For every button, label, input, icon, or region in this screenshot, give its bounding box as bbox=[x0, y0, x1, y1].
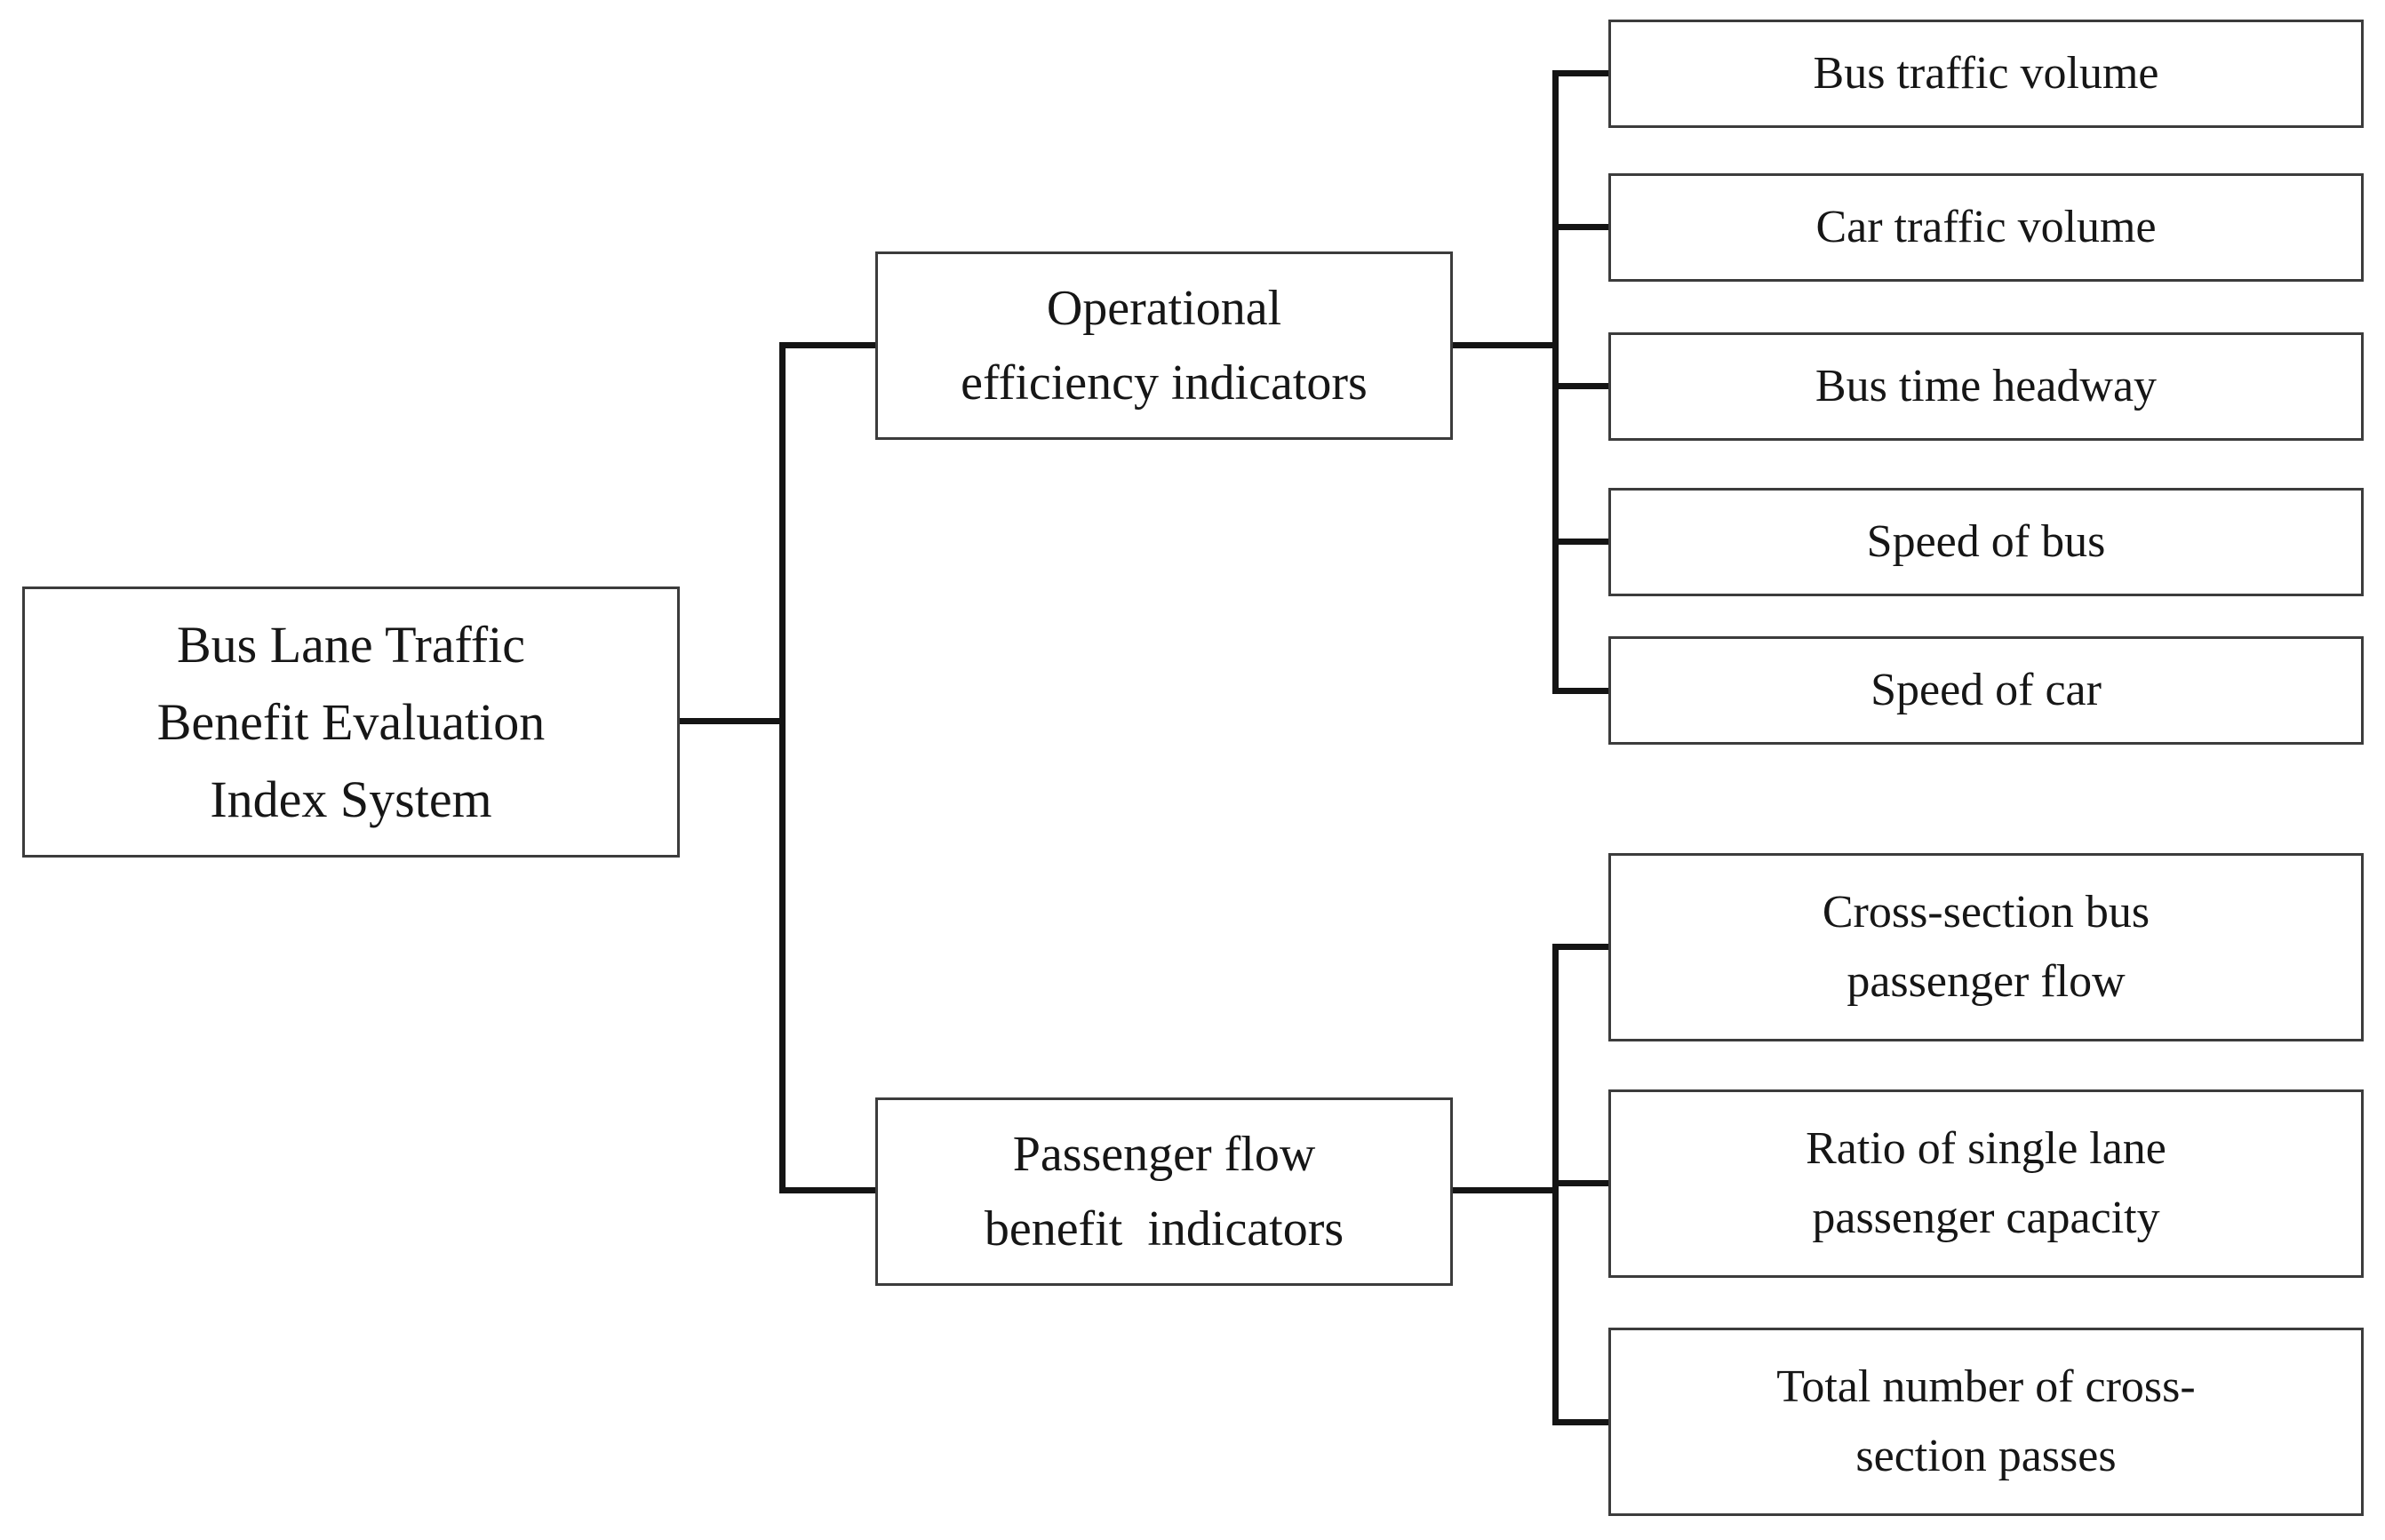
branch-node-operational-efficiency: Operational efficiency indicators bbox=[875, 251, 1453, 440]
leaf-node-ratio-single-lane-passenger-capacity: Ratio of single lane passenger capacity bbox=[1608, 1089, 2364, 1278]
connector-root-to-trunk bbox=[680, 718, 782, 724]
leaf-ratio-single-lane-label: Ratio of single lane passenger capacity bbox=[1806, 1123, 2166, 1243]
connector-stub-bus-traffic-volume bbox=[1552, 70, 1610, 76]
leaf-bus-traffic-volume-label: Bus traffic volume bbox=[1813, 48, 2159, 99]
root-node-bus-lane-index-system: Bus Lane Traffic Benefit Evaluation Inde… bbox=[22, 586, 680, 858]
branch-node-passenger-flow-benefit: Passenger flow benefit indicators bbox=[875, 1097, 1453, 1286]
leaf-node-bus-traffic-volume: Bus traffic volume bbox=[1608, 20, 2364, 128]
connector-trunk-to-branch-operational bbox=[779, 342, 877, 348]
connector-stub-total-cross-section-passes bbox=[1552, 1419, 1610, 1425]
connector-main-trunk bbox=[779, 342, 786, 1193]
leaf-node-total-cross-section-passes: Total number of cross- section passes bbox=[1608, 1328, 2364, 1516]
leaf-node-cross-section-bus-passenger-flow: Cross-section bus passenger flow bbox=[1608, 853, 2364, 1041]
connector-trunk-to-branch-passenger bbox=[779, 1187, 877, 1193]
branch-passenger-label: Passenger flow benefit indicators bbox=[984, 1127, 1344, 1257]
connector-branch1-to-leaftrunk bbox=[1451, 342, 1555, 348]
connector-branch2-to-leaftrunk bbox=[1451, 1187, 1555, 1193]
leaf-speed-of-car-label: Speed of car bbox=[1871, 665, 2102, 715]
connector-stub-bus-time-headway bbox=[1552, 383, 1610, 389]
root-node-label: Bus Lane Traffic Benefit Evaluation Inde… bbox=[156, 616, 546, 828]
leaf-cross-section-passenger-flow-label: Cross-section bus passenger flow bbox=[1822, 887, 2150, 1007]
connector-leaf-trunk-1 bbox=[1552, 70, 1559, 694]
connector-stub-speed-of-car bbox=[1552, 688, 1610, 694]
leaf-total-cross-section-passes-label: Total number of cross- section passes bbox=[1776, 1361, 2196, 1481]
connector-stub-ratio-single-lane bbox=[1552, 1180, 1610, 1186]
leaf-node-speed-of-car: Speed of car bbox=[1608, 636, 2364, 745]
leaf-node-speed-of-bus: Speed of bus bbox=[1608, 488, 2364, 596]
connector-stub-car-traffic-volume bbox=[1552, 224, 1610, 230]
leaf-speed-of-bus-label: Speed of bus bbox=[1866, 516, 2106, 567]
connector-stub-cross-section-passenger-flow bbox=[1552, 944, 1610, 950]
leaf-node-bus-time-headway: Bus time headway bbox=[1608, 332, 2364, 441]
leaf-car-traffic-volume-label: Car traffic volume bbox=[1815, 202, 2157, 252]
connector-stub-speed-of-bus bbox=[1552, 539, 1610, 545]
branch-operational-label: Operational efficiency indicators bbox=[961, 281, 1368, 411]
leaf-node-car-traffic-volume: Car traffic volume bbox=[1608, 173, 2364, 282]
leaf-bus-time-headway-label: Bus time headway bbox=[1815, 361, 2158, 411]
